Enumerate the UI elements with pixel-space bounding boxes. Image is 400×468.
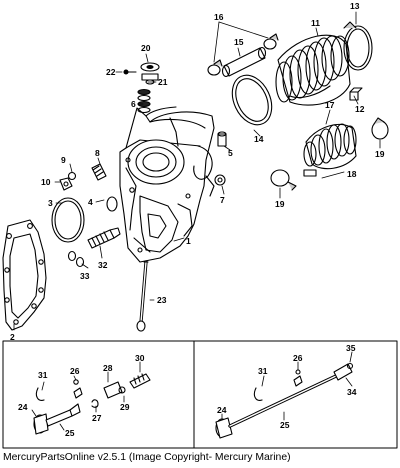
stacked-rings-part bbox=[137, 88, 151, 114]
callout-33: 33 bbox=[80, 271, 90, 281]
callout-34: 34 bbox=[347, 387, 357, 397]
callout-20: 20 bbox=[141, 43, 151, 53]
long-rod-part bbox=[136, 260, 149, 332]
callout-15: 15 bbox=[234, 37, 244, 47]
callout-19b: 19 bbox=[275, 199, 285, 209]
callout-25b: 25 bbox=[280, 420, 290, 430]
small-o-rings-part bbox=[67, 250, 85, 268]
callout-22: 22 bbox=[106, 67, 116, 77]
callout-6: 6 bbox=[131, 99, 136, 109]
large-o-ring-part bbox=[51, 197, 85, 243]
panel-leader-lines bbox=[31, 351, 353, 431]
callout-labels: 1 2 3 4 5 6 7 8 9 10 11 12 13 14 15 16 1… bbox=[10, 1, 385, 438]
callout-14: 14 bbox=[254, 134, 264, 144]
copyright-caption: MercuryPartsOnline v2.5.1 (Image Copyrig… bbox=[3, 452, 291, 463]
callout-17: 17 bbox=[325, 100, 335, 110]
callout-31a: 31 bbox=[38, 370, 48, 380]
callout-21: 21 bbox=[158, 77, 168, 87]
callout-32: 32 bbox=[98, 260, 108, 270]
callout-5: 5 bbox=[228, 148, 233, 158]
callout-9: 9 bbox=[61, 155, 66, 165]
exhaust-bellows-part bbox=[275, 34, 351, 106]
callout-35: 35 bbox=[346, 343, 356, 353]
callout-23: 23 bbox=[157, 295, 167, 305]
plug-part bbox=[217, 131, 227, 147]
callout-4: 4 bbox=[88, 197, 93, 207]
callout-31b: 31 bbox=[258, 366, 268, 376]
callout-29: 29 bbox=[120, 402, 130, 412]
left-panel-parts bbox=[33, 373, 151, 435]
tie-part bbox=[303, 169, 317, 177]
callout-25a: 25 bbox=[65, 428, 75, 438]
callout-2: 2 bbox=[10, 332, 15, 342]
callout-16: 16 bbox=[214, 12, 224, 22]
housing-part bbox=[119, 106, 215, 263]
shift-bellows-part bbox=[303, 123, 357, 170]
stud-part bbox=[91, 163, 107, 181]
callout-26a: 26 bbox=[70, 366, 80, 376]
callout-27: 27 bbox=[92, 413, 102, 423]
bellows-clamp-part bbox=[270, 117, 389, 191]
gasket-part bbox=[2, 219, 47, 331]
leader-lines bbox=[13, 11, 381, 331]
callout-19a: 19 bbox=[375, 149, 385, 159]
right-panel-parts bbox=[215, 362, 354, 439]
hose-clamp-part bbox=[207, 33, 279, 76]
exhaust-ring-part bbox=[231, 74, 273, 126]
bracket-part bbox=[349, 87, 363, 101]
nut-washer-part bbox=[59, 171, 77, 191]
callout-3: 3 bbox=[48, 198, 53, 208]
callout-28: 28 bbox=[103, 363, 113, 373]
callout-24a: 24 bbox=[18, 402, 28, 412]
threaded-fitting-part bbox=[87, 227, 121, 249]
large-clamp-part bbox=[343, 21, 373, 71]
callout-18: 18 bbox=[347, 169, 357, 179]
callout-24b: 24 bbox=[217, 405, 227, 415]
callout-7: 7 bbox=[220, 195, 225, 205]
callout-11: 11 bbox=[311, 18, 320, 28]
callout-10: 10 bbox=[41, 177, 51, 187]
detail-panels bbox=[2, 340, 398, 449]
callout-12: 12 bbox=[355, 104, 365, 114]
hose-part bbox=[221, 46, 267, 78]
small-o-ring-part bbox=[106, 196, 118, 212]
callout-13: 13 bbox=[350, 1, 360, 11]
callout-30: 30 bbox=[135, 353, 145, 363]
small-hardware-part bbox=[123, 62, 160, 85]
callout-26b: 26 bbox=[293, 353, 303, 363]
callout-8: 8 bbox=[95, 148, 100, 158]
callout-1: 1 bbox=[186, 236, 191, 246]
washer-part bbox=[214, 174, 226, 186]
